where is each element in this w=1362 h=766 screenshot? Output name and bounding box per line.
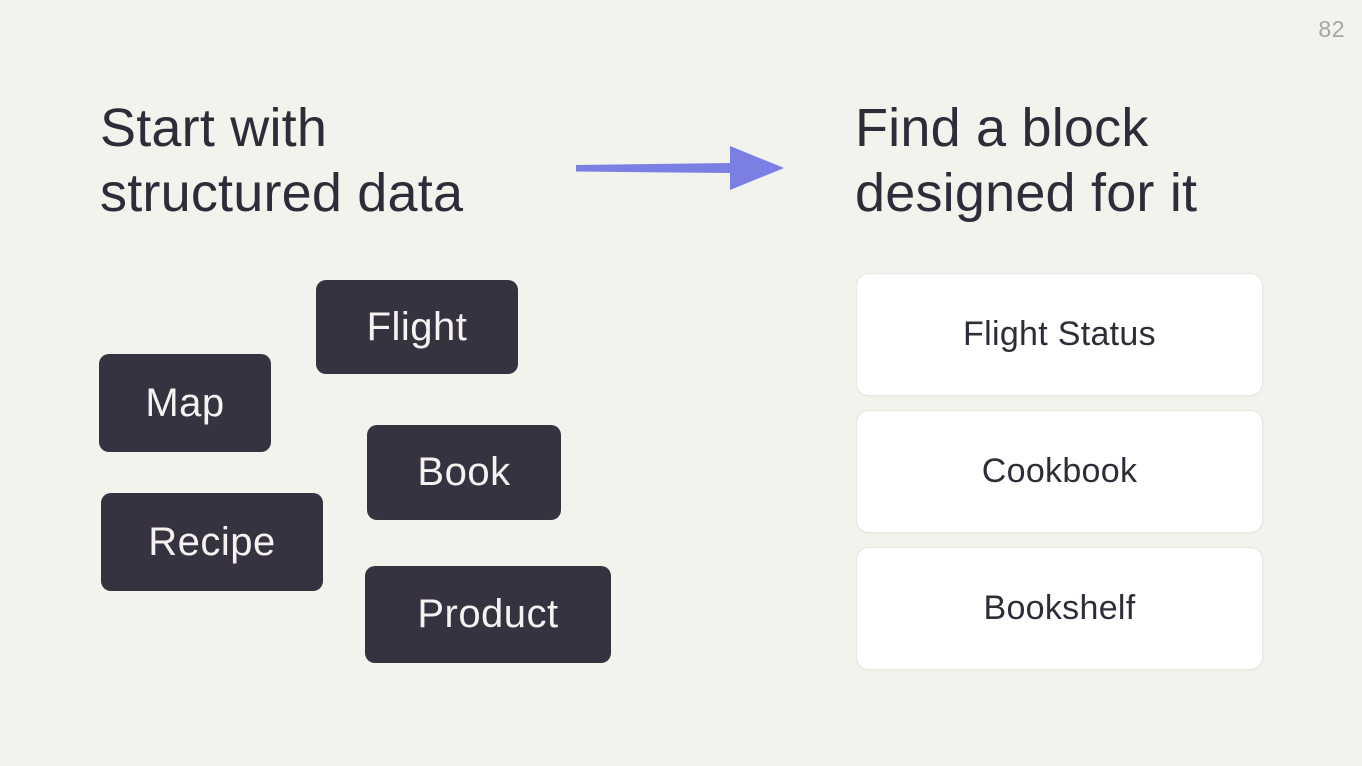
- right-heading-line2: designed for it: [855, 163, 1198, 223]
- right-heading-line1: Find a block: [855, 98, 1149, 158]
- arrow-right-icon: [576, 146, 784, 190]
- block-card-flight-status[interactable]: Flight Status: [856, 273, 1263, 396]
- data-tag-flight[interactable]: Flight: [316, 280, 518, 374]
- left-heading: Start with structured data: [100, 96, 463, 226]
- block-card-bookshelf[interactable]: Bookshelf: [856, 547, 1263, 670]
- page-number: 82: [1318, 16, 1345, 42]
- data-tag-map[interactable]: Map: [99, 354, 271, 452]
- left-heading-line2: structured data: [100, 163, 464, 223]
- block-card-cookbook[interactable]: Cookbook: [856, 410, 1263, 533]
- right-heading: Find a block designed for it: [855, 96, 1197, 226]
- left-heading-line1: Start with: [100, 98, 328, 158]
- data-tag-book[interactable]: Book: [367, 425, 561, 520]
- data-tag-product[interactable]: Product: [365, 566, 611, 663]
- data-tag-recipe[interactable]: Recipe: [101, 493, 323, 591]
